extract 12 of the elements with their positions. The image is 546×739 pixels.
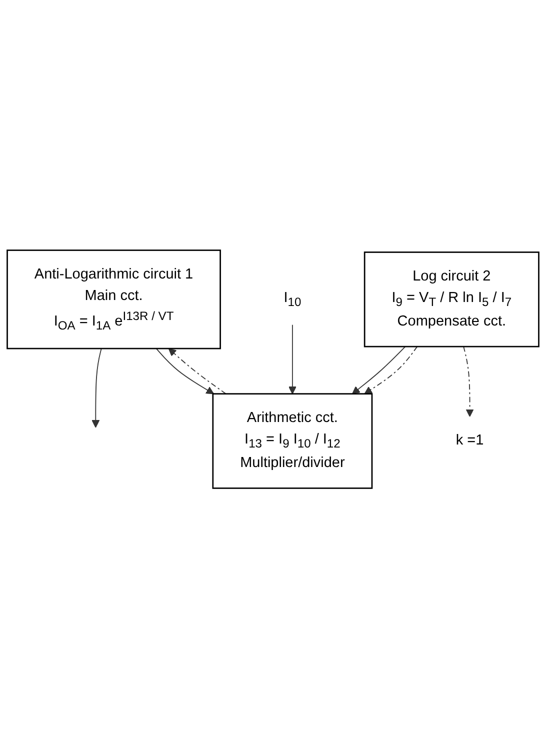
arrow: [352, 346, 406, 394]
arrow: [364, 346, 418, 394]
node-box: Anti-Logarithmic circuit 1 Main cct. I$_{OA}$ = I$_{1A}$ e$^{I13R / VT}$: [6, 250, 221, 350]
arrow: [463, 346, 474, 418]
node-text: k =1: [456, 433, 484, 449]
arrow: [156, 348, 214, 394]
arrow: [92, 348, 102, 428]
node-box: Arithmetic cct. I$_{13}$ = I$_{9}$ I$_{10}$ / I$_{12}$ Multiplier/divider: [212, 393, 373, 490]
node-text: I$_{10}$: [284, 290, 302, 309]
arrow: [168, 348, 226, 395]
arrow: [288, 324, 296, 394]
node-box: Log circuit 2 I$_{9}$ = V$_{T}$ / R ln I$_{5}$ / I$_{7}$ Compensate cct.: [364, 252, 540, 348]
